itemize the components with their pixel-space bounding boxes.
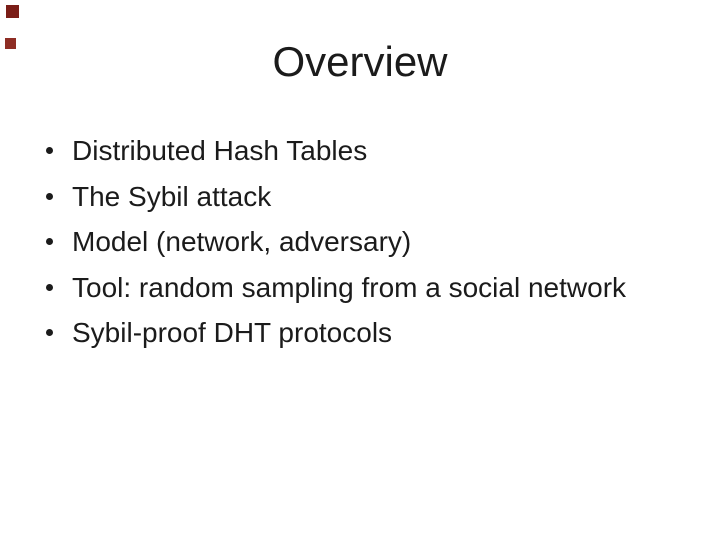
decor-square-icon [6, 5, 19, 18]
bullet-item: The Sybil attack [0, 174, 700, 220]
bullet-item: Model (network, adversary) [0, 219, 700, 265]
bullet-icon [46, 147, 53, 154]
bullet-icon [46, 329, 53, 336]
bullet-item: Tool: random sampling from a social netw… [0, 265, 700, 311]
bullet-text: Tool: random sampling from a social netw… [72, 271, 627, 303]
bullet-text: Distributed Hash Tables [72, 135, 368, 166]
slide-title: Overview [272, 38, 448, 85]
bullet-icon [46, 192, 53, 200]
bullet-list: Distributed Hash Tables The Sybil attack… [0, 128, 700, 356]
decor-square-icon [5, 38, 16, 49]
bullet-icon [46, 283, 53, 291]
bullet-item: Distributed Hash Tables [0, 128, 700, 174]
bullet-icon [46, 238, 53, 245]
bullet-item: Sybil-proof DHT protocols [0, 310, 700, 356]
bullet-text: Model (network, adversary) [72, 226, 412, 257]
bullet-text: The Sybil attack [72, 180, 272, 212]
bullet-text: Sybil-proof DHT protocols [72, 317, 393, 348]
